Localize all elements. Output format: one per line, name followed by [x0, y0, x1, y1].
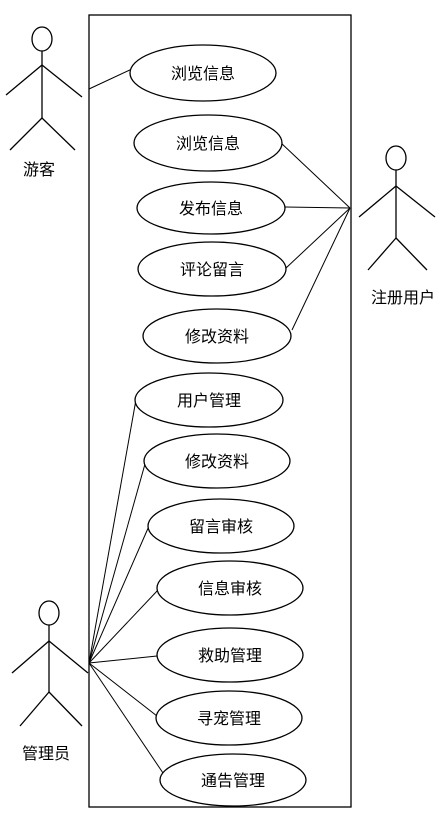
actor-registered-user-label: 注册用户	[371, 288, 435, 307]
system-boundary	[88, 14, 352, 808]
actor-admin-label: 管理员	[22, 744, 70, 763]
assoc-guest-browse	[88, 67, 135, 90]
svg-text:发布信息: 发布信息	[179, 199, 243, 218]
use-case-admin-info-review: 信息审核	[156, 560, 304, 616]
use-case-admin-edit-profile: 修改资料	[143, 433, 291, 489]
assoc-admin-msg-review	[88, 525, 150, 664]
use-case-user-comment: 评论留言	[137, 241, 287, 297]
assoc-user-publish	[284, 206, 351, 209]
svg-text:浏览信息: 浏览信息	[171, 64, 235, 83]
use-case-admin-msg-review: 留言审核	[147, 498, 295, 554]
associations	[88, 67, 351, 774]
svg-text:评论留言: 评论留言	[180, 260, 244, 279]
assoc-user-comment	[285, 207, 351, 269]
svg-text:信息审核: 信息审核	[198, 579, 262, 598]
use-case-user-browse: 浏览信息	[133, 114, 283, 172]
assoc-admin-edit-profile	[88, 463, 146, 664]
assoc-admin-user-mgmt	[88, 393, 138, 664]
use-case-admin-user-mgmt: 用户管理	[134, 372, 284, 428]
svg-text:用户管理: 用户管理	[177, 391, 241, 410]
assoc-user-browse	[279, 141, 351, 209]
actor-guest-label: 游客	[23, 160, 55, 179]
use-case-user-publish: 发布信息	[136, 181, 286, 235]
use-case-admin-notice-mgmt: 通告管理	[159, 753, 307, 807]
actor-guest	[5, 26, 83, 151]
svg-text:寻宠管理: 寻宠管理	[197, 709, 261, 728]
actor-admin	[11, 600, 89, 727]
assoc-admin-rescue-mgmt	[88, 655, 158, 664]
assoc-admin-notice-mgmt	[88, 662, 164, 774]
actor-registered-user-head	[385, 145, 407, 171]
use-case-admin-rescue-mgmt: 救助管理	[156, 627, 304, 683]
use-case-user-edit-profile: 修改资料	[142, 308, 292, 364]
svg-text:浏览信息: 浏览信息	[176, 134, 240, 153]
actor-admin-head	[38, 600, 60, 626]
assoc-admin-pet-search-mgmt	[88, 662, 158, 717]
use-case-guest-browse: 浏览信息	[129, 44, 277, 102]
assoc-admin-info-review	[88, 589, 159, 664]
svg-text:留言审核: 留言审核	[189, 517, 253, 536]
assoc-user-edit-profile	[291, 207, 351, 331]
svg-text:修改资料: 修改资料	[185, 327, 249, 346]
svg-text:救助管理: 救助管理	[198, 646, 262, 665]
actor-guest-head	[31, 26, 53, 52]
actor-registered-user	[358, 145, 436, 271]
svg-text:通告管理: 通告管理	[201, 771, 265, 790]
svg-text:修改资料: 修改资料	[185, 452, 249, 471]
use-case-admin-pet-search-mgmt: 寻宠管理	[155, 690, 303, 746]
